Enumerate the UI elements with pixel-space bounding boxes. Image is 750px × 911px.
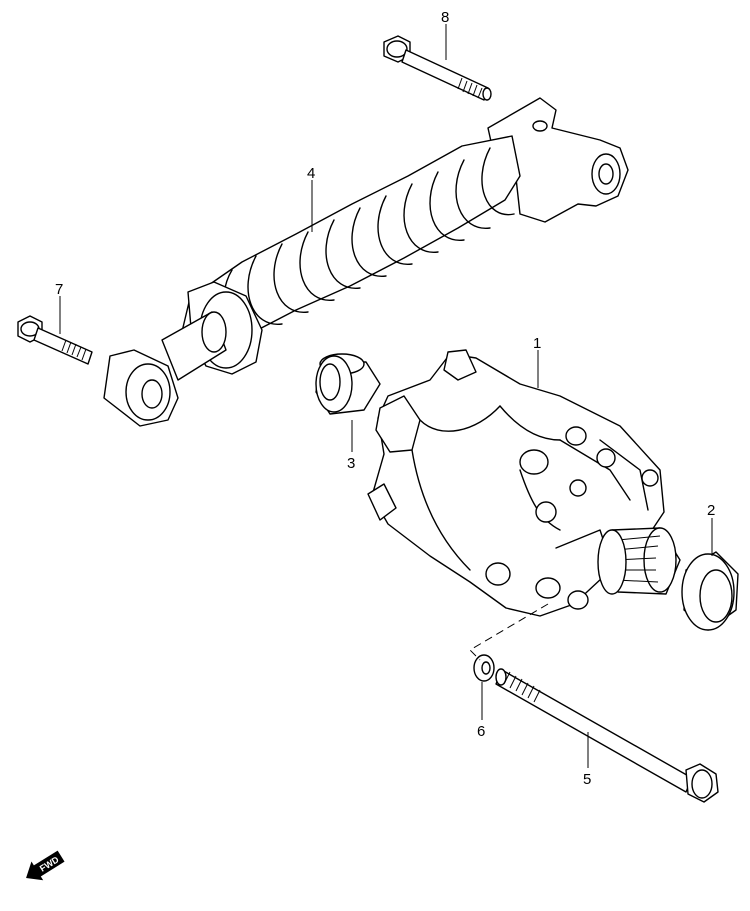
leader-lines	[59, 24, 713, 768]
upper-bolt[interactable]	[383, 35, 492, 101]
callout-8: 8	[441, 9, 449, 26]
bushing[interactable]	[315, 353, 381, 415]
callout-6: 6	[477, 723, 485, 740]
callout-7: 7	[55, 281, 63, 298]
rear-cushion-lever-assembly[interactable]	[367, 349, 681, 617]
alignment-dashed-line	[469, 603, 549, 661]
oil-seal[interactable]	[681, 551, 739, 631]
callout-3: 3	[347, 455, 355, 472]
callout-2: 2	[707, 502, 715, 519]
callout-4: 4	[307, 165, 315, 182]
rear-shock-absorber[interactable]	[103, 97, 629, 427]
lower-bolt[interactable]	[17, 315, 93, 365]
long-bolt[interactable]	[495, 668, 719, 803]
washer[interactable]	[473, 654, 495, 682]
callout-1: 1	[533, 335, 541, 352]
forward-arrow-icon: FWD	[26, 850, 65, 881]
callout-5: 5	[583, 771, 591, 788]
